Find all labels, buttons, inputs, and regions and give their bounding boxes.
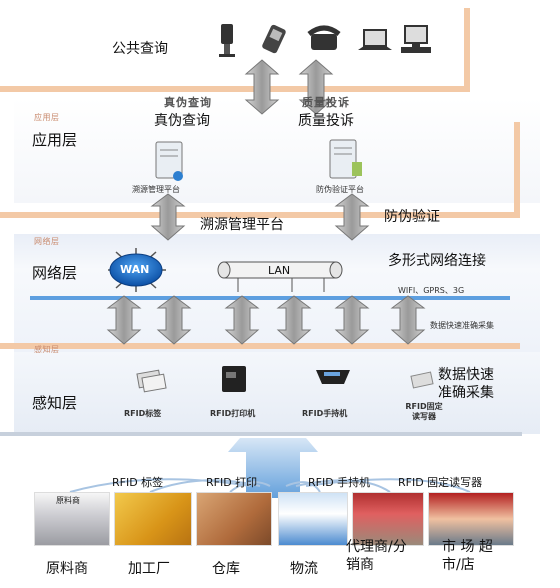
application-layer-name: 应用层 <box>32 131 78 149</box>
application-divider <box>0 212 520 218</box>
trace-platform-caption: 溯源管理平台 <box>200 217 284 233</box>
fast-collect-caption: 数据快速 准确采集 <box>438 367 494 401</box>
fast-collect-label: 数据快速准确采集 <box>430 321 494 330</box>
rfid-tag-device-label: RFID标签 <box>124 409 162 418</box>
application-layer-band <box>14 98 540 203</box>
printer-icon <box>222 366 246 392</box>
network-layer-name: 网络层 <box>32 264 78 282</box>
globe-icon <box>108 248 166 292</box>
perception-layer-name: 感知层 <box>32 394 78 412</box>
multi-network-label: 多形式网络连接 <box>388 253 486 269</box>
double-arrow-row <box>106 295 426 345</box>
perception-layer-tag: 感知层 <box>34 345 60 354</box>
stage-supplier: 原料商 <box>46 561 88 577</box>
trace-platform-server-label: 溯源管理平台 <box>132 185 180 194</box>
server-icon-right <box>329 139 362 179</box>
handheld-reader-icon <box>316 370 350 384</box>
public-query-label: 公共查询 <box>112 41 168 57</box>
network-cable-icon <box>217 261 343 292</box>
desktop-computer-icon <box>401 25 431 53</box>
factory-photo <box>114 492 192 546</box>
warehouse-photo <box>196 492 272 546</box>
wan-label: WAN <box>120 263 150 276</box>
stage-warehouse: 仓库 <box>212 561 240 577</box>
retail-photo <box>428 492 514 546</box>
network-protocols-label: WIFI、GPRS、3G <box>398 286 465 295</box>
perception-layer-band <box>14 352 540 434</box>
supplier-photo <box>34 492 110 546</box>
network-layer-band <box>14 234 540 352</box>
rfid-print-label: RFID 打印 <box>206 476 258 489</box>
perception-divider <box>0 432 522 436</box>
double-arrow-public-left <box>244 59 280 115</box>
stage-logistics: 物流 <box>290 561 318 577</box>
anti-fake-server-label: 防伪验证平台 <box>316 185 364 194</box>
top-right-divider <box>464 8 470 92</box>
network-layer-tag: 网络层 <box>34 237 60 246</box>
telephone-icon <box>307 25 341 50</box>
quality-complaint-label: 质量投诉 <box>298 113 354 129</box>
application-right-divider <box>514 122 520 218</box>
stage-distributor: 代理商/分 销商 <box>346 539 407 573</box>
rfid-fixed-reader-device-label: RFID固定读写器 <box>405 402 443 421</box>
fixed-reader-icon <box>410 371 434 389</box>
logistics-photo <box>278 492 348 546</box>
double-arrow-platform-right <box>334 193 370 241</box>
top-divider <box>0 86 470 92</box>
lan-label: LAN <box>268 264 291 277</box>
data-bus-line <box>30 296 510 300</box>
authenticity-query-label: 真伪查询 <box>154 113 210 129</box>
rfid-tag-label: RFID 标签 <box>112 476 164 489</box>
server-icon <box>155 141 183 181</box>
laptop-icon <box>358 29 392 50</box>
double-arrow-platform-left <box>150 193 186 241</box>
supplier-photo-caption: 原料商 <box>56 496 80 505</box>
rfid-fixed-reader-label: RFID 固定读写器 <box>398 476 483 489</box>
network-divider <box>0 343 520 349</box>
public-kiosk-icon <box>219 24 235 57</box>
rfid-tag-icon <box>136 369 167 393</box>
distributor-photo <box>352 492 424 546</box>
authenticity-query-header: 真伪查询 <box>164 96 212 109</box>
application-layer-tag: 应用层 <box>34 113 60 122</box>
rfid-handheld-label: RFID 手持机 <box>308 476 371 489</box>
quality-complaint-header: 质量投诉 <box>302 96 350 109</box>
mobile-phone-icon <box>262 24 286 54</box>
rfid-handheld-device-label: RFID手持机 <box>302 409 348 418</box>
rfid-printer-device-label: RFID打印机 <box>210 409 256 418</box>
stage-factory: 加工厂 <box>128 561 170 577</box>
double-arrow-public-right <box>298 59 334 115</box>
connector-lines <box>69 478 471 493</box>
anti-fake-caption: 防伪验证 <box>384 209 440 225</box>
stage-retail: 市 场 超 市/店 <box>442 539 493 573</box>
